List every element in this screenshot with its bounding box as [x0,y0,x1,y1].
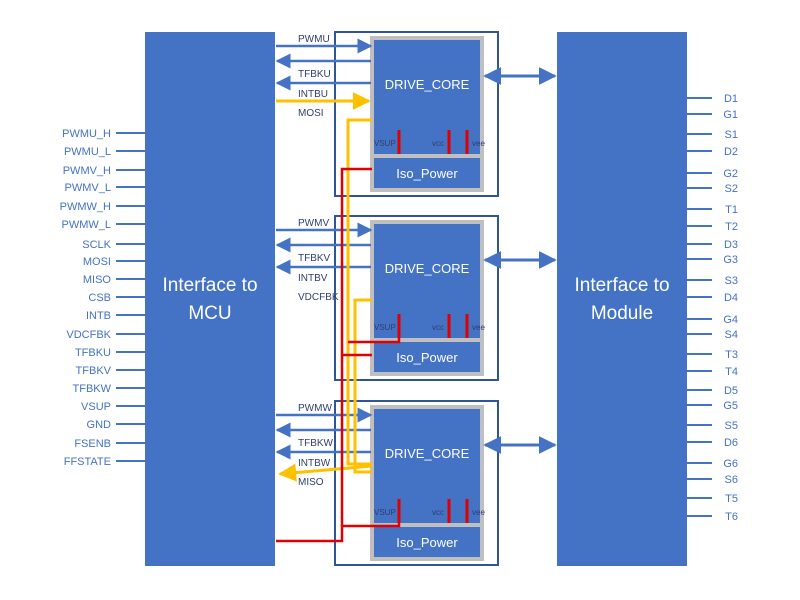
power-label-vcc: vcc [432,139,444,148]
module-pin-label: T2 [725,221,738,233]
mcu-pin-label: TFBKW [73,383,112,395]
mcu-pin-label: PWMV_H [63,165,111,177]
module-pin-label: D2 [724,146,738,158]
signal-label: TFBKV [298,253,331,264]
power-label-vcc: vcc [432,323,444,332]
module-pin-label: G1 [723,109,738,121]
module-pin-label: D1 [724,93,738,105]
drive-core-block [370,220,484,348]
signal-label: TFBKW [298,438,334,449]
module-pin-label: D5 [724,385,738,397]
mcu-pin-label: PWMW_L [62,219,112,231]
signal-label: PWMU [298,34,330,45]
mcu-pin-label: MISO [83,274,112,286]
module-pin-label: T5 [725,493,738,505]
iso-power-label: Iso_Power [396,535,458,550]
module-pin-label: S3 [725,275,738,287]
mcu-pin-label: FSENB [74,438,111,450]
mcu-pin-label: PWMW_H [60,201,111,213]
power-label-vcc: vcc [432,508,444,517]
drive-core-block [370,36,484,164]
module-pin-label: D4 [724,292,738,304]
vsup-line [348,335,401,344]
module-interface-block: Interface to Module [557,32,687,566]
iso-power-block [370,523,484,561]
module-pin-label: D3 [724,239,738,251]
signal-label: INTBU [298,89,328,100]
power-label-vsup: VSUP [374,323,396,332]
signal-label: INTBW [298,458,331,469]
module-pin-label: G5 [723,400,738,412]
iso-power-label: Iso_Power [396,166,458,181]
module-pin-label: S6 [725,474,738,486]
mcu-pin-label: PWMU_L [64,146,111,158]
module-pin-label: G4 [723,314,738,326]
mcu-title-line1: Interface to [162,275,257,296]
signal-label: PWMW [298,403,332,414]
mcu-pin-label: VSUP [81,401,111,413]
iso-power-block [370,338,484,376]
mcu-pin-label: PWMU_H [62,128,111,140]
mcu-pin-label: TFBKU [75,347,111,359]
mcu-pin-label: PWMV_L [65,182,111,194]
mcu-pin-label: CSB [88,292,111,304]
mcu-pin-label: VDCFBK [66,329,111,341]
module-pin-label: S1 [725,129,738,141]
mcu-pin-label: INTB [86,310,111,322]
iso-power-label: Iso_Power [396,350,458,365]
drive-channel: DRIVE_CORE Iso_Power VSUP vcc vee PWMW TFBKW IN… [275,400,557,566]
spi-bus-lines [276,92,373,482]
power-label-vsup: VSUP [374,508,396,517]
module-title-line1: Interface to [574,275,669,296]
module-pin-label: G2 [723,168,738,180]
signal-label: MISO [298,477,324,488]
power-label-vee: vee [472,139,485,148]
module-pin-label: S5 [725,420,738,432]
module-pin-label: T4 [725,366,738,378]
signal-label: VDCFBK [298,292,339,303]
power-label-vsup: VSUP [374,139,396,148]
drive-channel: DRIVE_CORE Iso_Power VSUP vcc vee PWMU TFBKU IN… [275,31,557,197]
power-label-vee: vee [472,323,485,332]
mcu-pin-label: TFBKV [76,365,112,377]
vsup-bus-lines [276,167,401,543]
channel-outline [334,31,499,197]
vsup-line [342,519,401,528]
drive-core-label: DRIVE_CORE [385,261,470,276]
signal-label: PWMV [298,218,329,229]
module-pin-label: S2 [725,183,738,195]
module-pin-label: T3 [725,349,738,361]
mcu-pin-label: SCLK [82,239,111,251]
channel-outline [334,215,499,381]
drive-channel: DRIVE_CORE Iso_Power VSUP vcc vee PWMV TFBKV IN… [275,215,557,381]
module-pin-label: S4 [725,329,738,341]
module-pin-label: D6 [724,437,738,449]
spi-line [353,298,372,474]
signal-label: MOSI [298,108,324,119]
iso-power-block [370,154,484,192]
power-label-vee: vee [472,508,485,517]
spi-line [346,118,372,466]
module-pin-list: D1G1S1D2G2S2T1T2D3G3S3D4G4S4T3T4D5G5S5D6… [687,93,738,523]
drive-core-label: DRIVE_CORE [385,446,470,461]
module-pin-label: G6 [723,458,738,470]
mcu-pin-label: FFSTATE [64,456,111,468]
module-pin-label: G3 [723,254,738,266]
signal-label: TFBKU [298,69,331,80]
module-title-line2: Module [591,303,653,324]
drive-core-block [370,405,484,533]
mcu-pin-label: GND [87,419,112,431]
module-pin-label: T6 [725,511,738,523]
module-pin-label: T1 [725,204,738,216]
mcu-interface-block: Interface to MCU [145,32,275,566]
channel-outline [334,400,499,566]
mcu-pin-list: PWMU_H PWMU_L PWMV_H PWMV_L PWMW_H PWMW_L SCLK… [60,128,145,468]
signal-label: INTBV [298,273,328,284]
spi-line [278,463,373,482]
mcu-title-line2: MCU [188,303,231,324]
drive-core-label: DRIVE_CORE [385,77,470,92]
mcu-pin-label: MOSI [83,256,111,268]
